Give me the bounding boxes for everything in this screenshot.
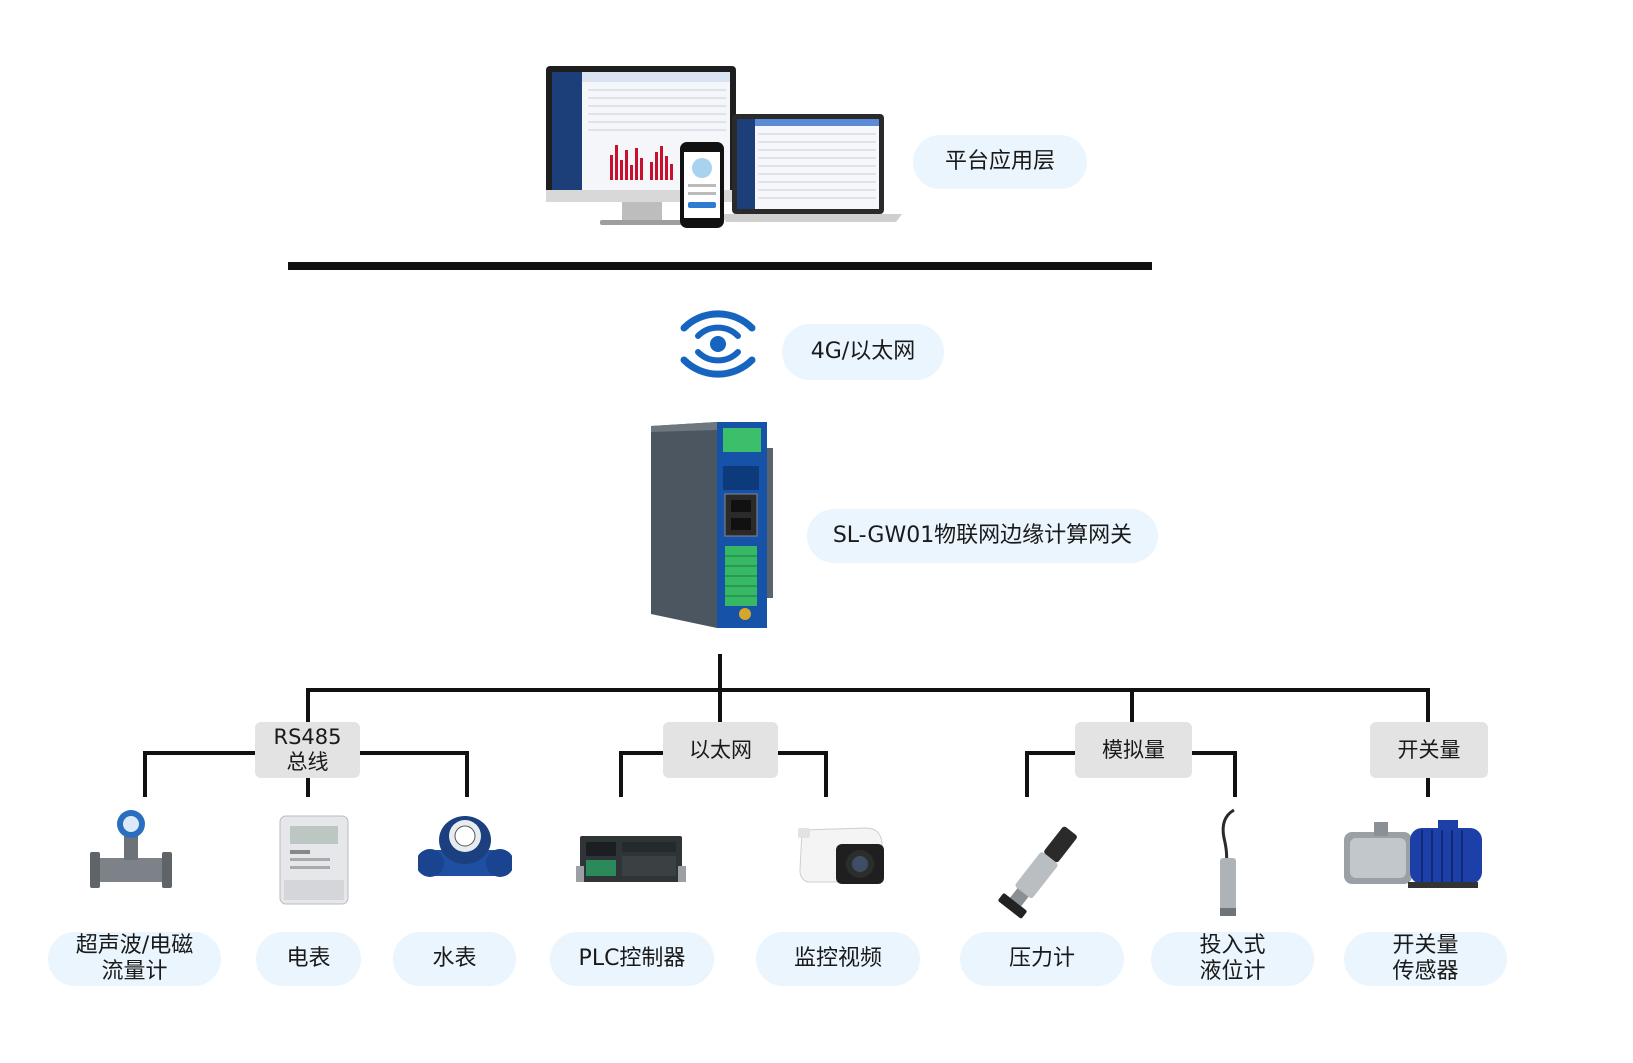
bus-switch: 开关量 <box>1370 722 1488 778</box>
pressure-gauge-icon <box>998 826 1077 919</box>
device-camera: 监控视频 <box>756 932 920 986</box>
device-electric-meter: 电表 <box>256 932 361 986</box>
bus-analog: 模拟量 <box>1075 722 1192 778</box>
gateway-label: SL-GW01物联网边缘计算网关 <box>807 509 1158 563</box>
platform-divider <box>288 262 1152 270</box>
flowmeter-icon <box>90 810 172 888</box>
device-switch-sensor: 开关量 传感器 <box>1344 932 1507 986</box>
level-sensor-icon <box>1220 808 1236 916</box>
device-flowmeter: 超声波/电磁 流量计 <box>48 932 221 986</box>
bus-rs485: RS485 总线 <box>255 722 360 778</box>
device-plc: PLC控制器 <box>550 932 714 986</box>
pump-icon <box>1344 820 1482 888</box>
camera-icon <box>798 827 884 884</box>
network-label: 4G/以太网 <box>782 324 944 380</box>
main-bus-line <box>306 688 1430 692</box>
platform-screens-icon <box>546 66 902 228</box>
device-water-meter: 水表 <box>393 932 516 986</box>
electric-meter-icon <box>279 815 349 905</box>
water-meter-icon <box>418 816 512 877</box>
plc-icon <box>576 836 686 882</box>
platform-layer-label: 平台应用层 <box>913 135 1087 189</box>
device-pressure-gauge: 压力计 <box>960 932 1124 986</box>
gateway-device-icon <box>651 422 773 628</box>
wireless-signal-icon <box>680 310 756 378</box>
bus-ethernet: 以太网 <box>663 722 778 778</box>
device-level-sensor: 投入式 液位计 <box>1151 932 1314 986</box>
